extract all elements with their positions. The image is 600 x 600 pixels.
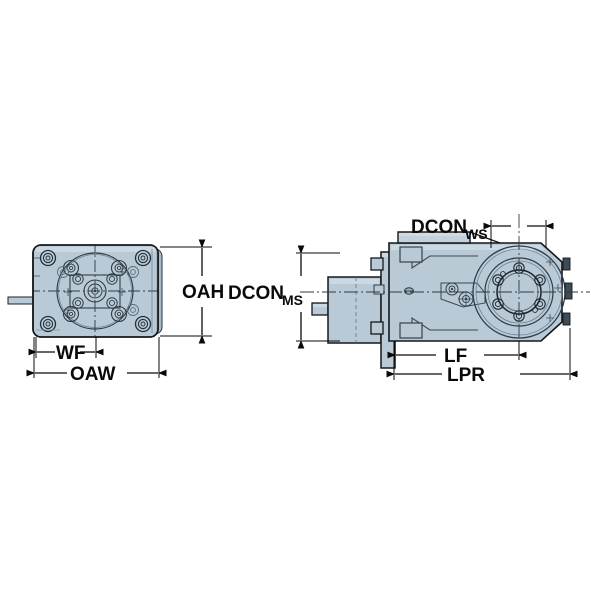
dimension-wf: WF xyxy=(28,337,104,364)
side-main-body xyxy=(388,231,573,342)
dim-label-wf: WF xyxy=(56,343,86,364)
dim-label-lpr: LPR xyxy=(447,365,485,386)
side-edge-tabs xyxy=(562,257,573,326)
dimension-lpr: LPR xyxy=(386,328,578,386)
side-view-group: DCON MS DCON WS LF xyxy=(228,214,590,386)
dim-label-dcon-ms-main: DCON xyxy=(228,283,284,304)
dimension-lf: LF xyxy=(387,341,527,367)
dim-label-dcon-ws-sub: WS xyxy=(465,226,488,242)
dimension-dcon-ms: DCON MS xyxy=(228,245,340,349)
dim-label-dcon-ws-main: DCON xyxy=(411,217,467,238)
dim-label-oah: OAH xyxy=(182,282,224,303)
front-view-group: OAH WF OAW xyxy=(7,239,224,385)
dimension-dcon-ws: DCON WS xyxy=(411,217,554,248)
dim-label-dcon-ms-sub: MS xyxy=(282,292,303,308)
dim-label-lf: LF xyxy=(444,346,467,367)
dimension-oaw: OAW xyxy=(26,337,167,385)
dimension-oah: OAH xyxy=(160,239,224,344)
dim-label-oaw: OAW xyxy=(70,364,115,385)
front-internal-detail xyxy=(33,245,158,337)
